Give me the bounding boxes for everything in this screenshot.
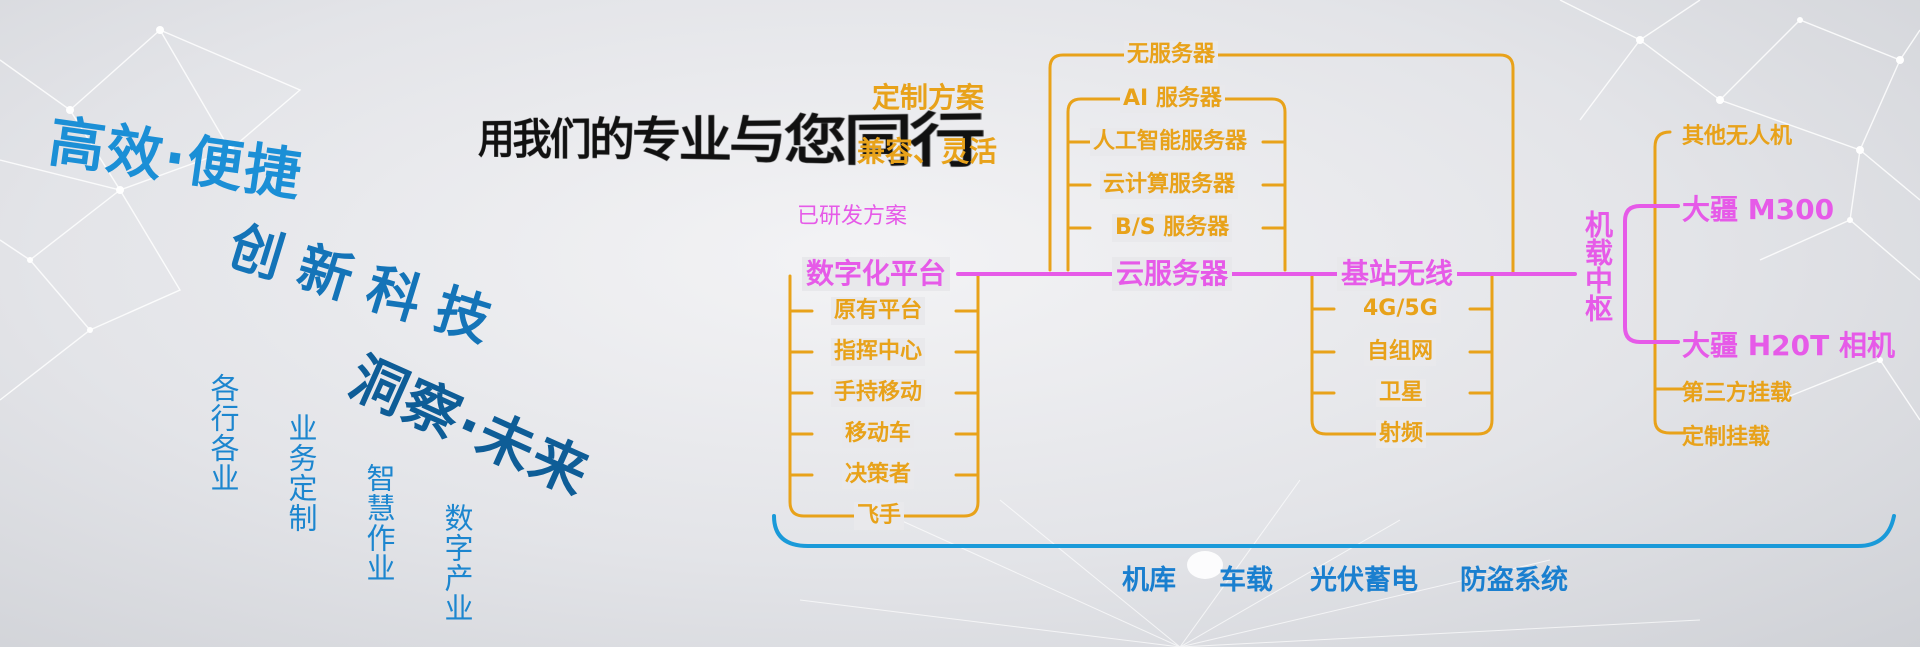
hub-item: 定制挂载 <box>1682 425 1771 450</box>
platform-title: 数字化平台 <box>802 257 951 291</box>
station-item: 4G/5G <box>1360 295 1441 323</box>
hub-item: 第三方挂载 <box>1682 381 1793 406</box>
station-item: 卫星 <box>1376 379 1427 407</box>
vertical-word-2: 业务定制 <box>284 413 318 533</box>
hub-item: 大疆 H20T 相机 <box>1682 329 1895 362</box>
platform-item: 原有平台 <box>831 297 926 325</box>
hub-item: 大疆 M300 <box>1682 193 1835 226</box>
platform-item: 指挥中心 <box>831 338 926 366</box>
cloud-item-bs: B/S 服务器 <box>1112 214 1233 242</box>
serverless-label: 无服务器 <box>1124 41 1219 69</box>
station-item: 自组网 <box>1364 338 1437 366</box>
bottom-item: 车载 <box>1219 565 1273 596</box>
vertical-word-3: 智慧作业 <box>362 463 396 583</box>
platform-item: 手持移动 <box>831 379 926 407</box>
custom-plan-title: 定制方案 <box>872 81 985 114</box>
bottom-item: 机库 <box>1122 565 1176 596</box>
station-title: 基站无线 <box>1337 257 1458 291</box>
platform-item: 移动车 <box>842 420 915 448</box>
station-item: 射频 <box>1376 420 1427 448</box>
cloud-server-title: 云服务器 <box>1112 257 1233 291</box>
hub-item: 其他无人机 <box>1682 124 1793 149</box>
bottom-item: 防盗系统 <box>1460 565 1568 596</box>
developed-plans-label: 已研发方案 <box>797 204 908 229</box>
hub-title: 机载中枢 <box>1581 210 1614 322</box>
vertical-word-4: 数字产业 <box>440 503 474 623</box>
cloud-item-cloud-computing: 云计算服务器 <box>1100 171 1239 199</box>
bottom-item: 光伏蓄电 <box>1310 565 1418 596</box>
vertical-word-1: 各行各业 <box>206 373 240 493</box>
cloud-item-ai: AI 服务器 <box>1120 85 1225 113</box>
cloud-item-ai-intelligence: 人工智能服务器 <box>1090 128 1251 156</box>
platform-item: 飞手 <box>854 502 905 530</box>
platform-item: 决策者 <box>842 461 915 489</box>
custom-plan-subtitle: 兼容、灵活 <box>857 135 998 168</box>
